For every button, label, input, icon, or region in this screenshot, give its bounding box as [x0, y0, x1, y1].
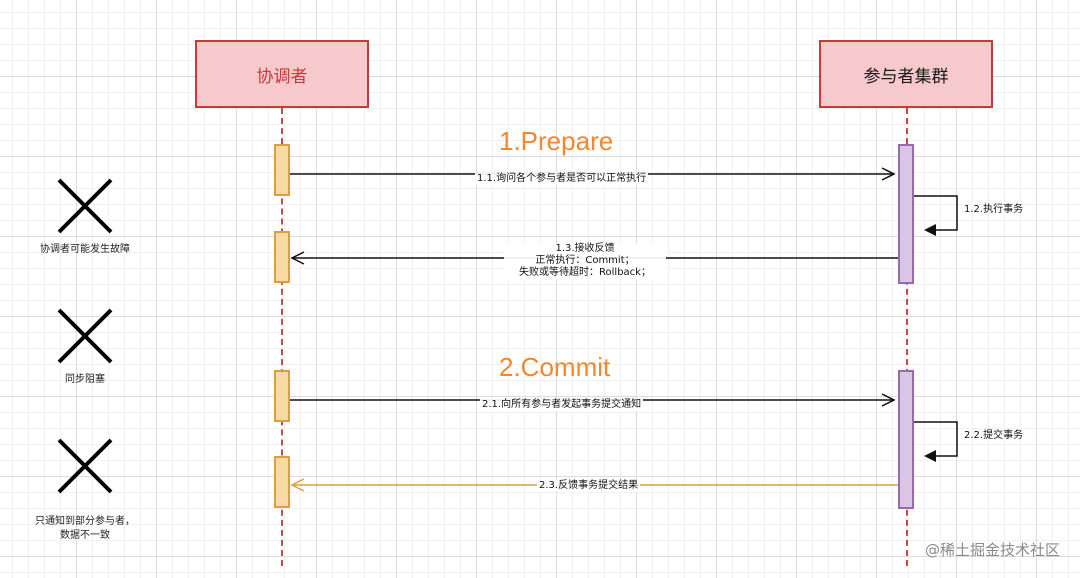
message-2-3-label: 2.3.反馈事务提交结果	[537, 480, 641, 492]
arrowhead-1-2	[924, 224, 936, 236]
coordinator-activation-3	[274, 370, 290, 422]
message-1-2-label: 1.2.执行事务	[964, 204, 1024, 215]
arrowhead-2-2	[924, 450, 936, 462]
arrowhead-1-1	[881, 167, 896, 181]
phase-prepare-title: 1.Prepare	[499, 126, 614, 156]
message-1-1-label: 1.1.询问各个参与者是否可以正常执行	[475, 173, 649, 185]
arrowhead-2-3	[290, 478, 305, 492]
message-1-3-line-2: 正常执行：Commit；	[535, 255, 635, 266]
coordinator-participant: 协调者	[195, 40, 369, 108]
failure-cross-icon	[57, 178, 113, 234]
arrowhead-2-1	[881, 393, 896, 407]
message-2-1-label: 2.1.向所有参与者发起事务提交通知	[480, 399, 644, 411]
cluster-label: 参与者集群	[863, 66, 949, 87]
problem-2-line-1: 同步阻塞	[65, 374, 105, 385]
arrow-2-2	[914, 421, 958, 457]
message-1-3-label: 1.3.接收反馈 正常执行：Commit； 失败或等待超时：Rollback；	[504, 243, 666, 279]
coordinator-activation-2	[274, 231, 290, 283]
coordinator-activation-4	[274, 456, 290, 508]
coordinator-label: 协调者	[256, 66, 308, 87]
phase-commit-title: 2.Commit	[499, 352, 611, 382]
problem-coordinator-failure: 协调者可能发生故障	[20, 243, 150, 257]
coordinator-lifeline	[281, 108, 283, 566]
problem-3-line-1: 只通知到部分参与者，	[35, 516, 135, 527]
problem-3-line-2: 数据不一致	[60, 530, 110, 541]
message-1-3-line-1: 1.3.接收反馈	[555, 243, 615, 254]
coordinator-activation-1	[274, 144, 290, 196]
inconsistency-cross-icon	[57, 438, 113, 494]
cluster-activation-1	[898, 144, 914, 284]
watermark: @稀土掘金技术社区	[924, 541, 1060, 559]
problem-1-line-1: 协调者可能发生故障	[40, 244, 130, 255]
participant-cluster: 参与者集群	[819, 40, 993, 108]
blocking-cross-icon	[57, 308, 113, 364]
problem-sync-blocking: 同步阻塞	[20, 373, 150, 387]
message-2-2-label: 2.2.提交事务	[964, 430, 1024, 441]
problem-data-inconsistency: 只通知到部分参与者， 数据不一致	[15, 515, 155, 543]
cluster-activation-2	[898, 370, 914, 509]
arrowhead-1-3	[290, 251, 305, 265]
message-1-3-line-3: 失败或等待超时：Rollback；	[519, 267, 651, 278]
cluster-lifeline	[906, 108, 908, 566]
arrow-1-2	[914, 195, 958, 231]
